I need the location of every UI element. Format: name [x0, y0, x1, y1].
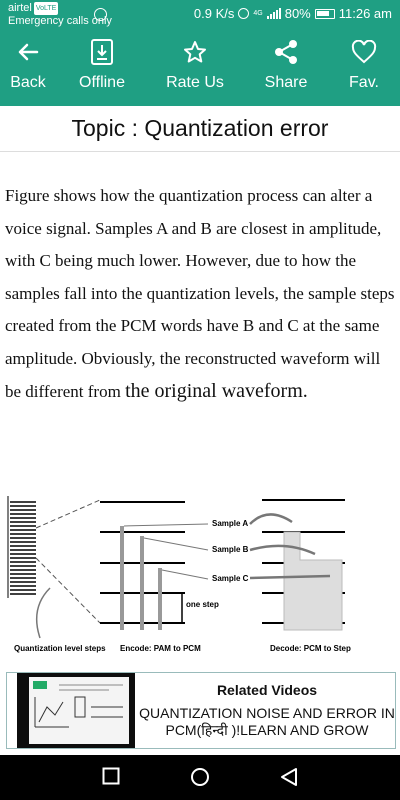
battery-icon — [314, 8, 335, 19]
sample-c-arrow — [249, 574, 331, 580]
pam-sample-a — [120, 526, 124, 630]
caption-decode: Decode: PCM to Step — [270, 644, 351, 653]
triangle-back-icon — [281, 768, 297, 786]
share-icon — [273, 30, 299, 74]
one-step-label: one step — [186, 600, 219, 609]
rate-us-label: Rate Us — [166, 74, 224, 91]
caption-encode: Encode: PAM to PCM — [120, 644, 201, 653]
level-steps-arrow — [35, 587, 51, 639]
app-toolbar: Back Offline Rate Us Share Fav. — [0, 30, 400, 106]
back-nav-button[interactable] — [280, 767, 298, 792]
sample-b-arrow — [249, 544, 316, 556]
sample-b-pointer — [143, 537, 209, 551]
rate-us-button[interactable]: Rate Us — [165, 30, 225, 106]
download-file-icon — [90, 30, 114, 74]
quantization-level-steps — [10, 501, 36, 595]
clock: 11:26 am — [338, 6, 392, 21]
topic-title: Topic : Quantization error — [71, 115, 329, 141]
topic-header: Topic : Quantization error — [0, 106, 400, 152]
thumbnail-diagram — [33, 681, 123, 728]
caption-quantization-steps: Quantization level steps — [14, 644, 106, 653]
related-videos-title: Related Videos — [216, 682, 318, 698]
decoded-step-waveform — [283, 531, 343, 631]
favorite-button[interactable]: Fav. — [346, 30, 382, 106]
share-button[interactable]: Share — [262, 30, 310, 106]
sample-c-label: Sample C — [212, 574, 249, 583]
related-video-link[interactable]: QUANTIZATION NOISE AND ERROR IN PCM(हिन्… — [139, 705, 395, 738]
pam-sample-b — [140, 536, 144, 630]
sample-b-label: Sample B — [212, 545, 249, 554]
signal-icon — [266, 8, 281, 19]
volte-badge: VoLTE — [33, 2, 59, 15]
offline-button[interactable]: Offline — [76, 30, 128, 106]
alarm-icon — [238, 8, 250, 19]
back-button[interactable]: Back — [8, 30, 48, 106]
zoom-line-top — [35, 499, 101, 529]
sample-a-arrow — [249, 513, 293, 525]
pam-sample-c — [158, 568, 162, 630]
share-label: Share — [264, 74, 308, 91]
recent-apps-button[interactable] — [102, 767, 120, 790]
sample-a-label: Sample A — [212, 519, 248, 528]
sample-c-pointer — [161, 569, 209, 580]
heart-icon — [351, 30, 377, 74]
paragraph-main: Figure shows how the quantization proces… — [5, 186, 395, 401]
home-button[interactable] — [190, 767, 210, 792]
whatsapp-notification-icon — [94, 8, 107, 21]
battery-percent: 80% — [284, 6, 311, 21]
quantization-figure: one step Sample A Sample B Sample C Quan… — [0, 488, 400, 658]
star-icon — [183, 30, 207, 74]
quantization-diagram: one step Sample A Sample B Sample C Quan… — [7, 496, 351, 653]
status-right: 0.9 K/s 4G 80% 11:26 am — [194, 6, 392, 21]
offline-label: Offline — [79, 74, 125, 91]
back-label: Back — [10, 74, 46, 91]
network-speed: 0.9 K/s — [193, 6, 235, 21]
carrier-name: airtel — [8, 2, 32, 14]
back-arrow-icon — [17, 30, 39, 74]
square-icon — [102, 767, 120, 785]
video-thumbnail-frame — [29, 677, 129, 744]
circle-icon — [191, 768, 209, 786]
video-thumbnail[interactable] — [17, 673, 135, 748]
paragraph-end: the original waveform. — [125, 380, 308, 402]
zoom-line-bottom — [35, 557, 101, 624]
system-nav-bar — [0, 755, 400, 800]
related-videos-card[interactable]: Related Videos QUANTIZATION NOISE AND ER… — [6, 672, 396, 749]
network-type: 4G — [253, 10, 263, 17]
emergency-text: Emergency calls only — [8, 15, 112, 27]
fav-label: Fav. — [349, 74, 379, 91]
sample-a-pointer — [123, 523, 209, 527]
content-paragraph: Figure shows how the quantization proces… — [5, 180, 397, 409]
